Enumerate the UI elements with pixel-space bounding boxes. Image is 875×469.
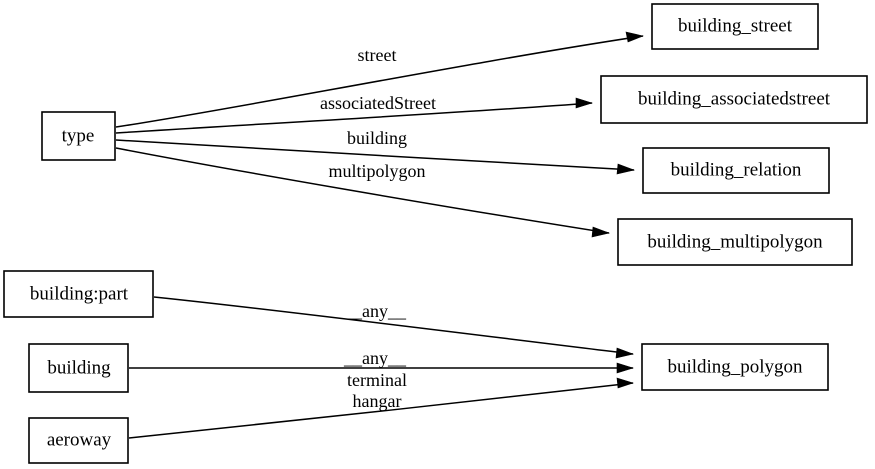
edge-type-building_multipolygon[interactable] <box>115 147 611 238</box>
node-box <box>3 270 154 318</box>
node-type[interactable]: type <box>41 111 116 161</box>
edge-line <box>115 139 635 171</box>
node-label: type <box>62 125 95 146</box>
node-label: building_multipolygon <box>647 231 823 252</box>
edge-type-building_street[interactable] <box>115 31 644 128</box>
node-label: aeroway <box>47 429 112 450</box>
node-label: building_associatedstreet <box>638 88 831 109</box>
edge-line <box>128 382 634 439</box>
edge-label-layer: street associatedStreet building multipo… <box>320 45 436 411</box>
node-building_relation[interactable]: building_relation <box>642 147 830 194</box>
node-label: building <box>47 357 111 378</box>
arrowhead-icon <box>615 347 635 359</box>
node-box <box>651 3 819 50</box>
node-label: building_street <box>678 15 793 36</box>
arrowhead-icon <box>616 163 636 175</box>
node-layer: type building_street building_associated… <box>3 3 868 464</box>
node-label: building_relation <box>671 159 802 180</box>
node-building[interactable]: building <box>28 343 129 393</box>
edge-building-building_polygon[interactable] <box>129 362 635 374</box>
arrowhead-icon <box>616 362 635 374</box>
node-building-part[interactable]: building:part <box>3 270 154 318</box>
node-building_associatedstreet[interactable]: building_associatedstreet <box>600 75 868 124</box>
edge-label-any-building: __any__ <box>343 348 407 368</box>
edge-label-hangar: hangar <box>353 391 402 411</box>
node-building_street[interactable]: building_street <box>651 3 819 50</box>
node-box <box>642 147 830 194</box>
node-box <box>641 343 829 391</box>
edge-building_part-building_polygon[interactable] <box>153 296 635 359</box>
node-box <box>28 343 129 393</box>
node-box <box>28 417 129 464</box>
arrowhead-icon <box>616 377 634 389</box>
edge-line <box>153 296 634 355</box>
edge-label-terminal: terminal <box>347 370 407 390</box>
edge-layer <box>115 31 644 439</box>
edge-label-multipolygon: multipolygon <box>328 161 425 181</box>
edge-type-building_associatedstreet[interactable] <box>115 97 594 134</box>
node-box <box>600 75 868 124</box>
edge-label-any-part: __any__ <box>343 301 407 321</box>
arrowhead-icon <box>625 31 644 43</box>
edge-line <box>115 147 610 234</box>
edge-type-building_relation[interactable] <box>115 139 636 175</box>
arrowhead-icon <box>575 97 594 109</box>
arrowhead-icon <box>591 226 611 238</box>
edge-label-building: building <box>347 128 407 148</box>
edge-aeroway-building_polygon[interactable] <box>128 377 634 439</box>
node-label: building_polygon <box>667 356 803 377</box>
node-box <box>617 218 853 266</box>
node-building_multipolygon[interactable]: building_multipolygon <box>617 218 853 266</box>
edge-label-street: street <box>358 45 397 65</box>
node-building_polygon[interactable]: building_polygon <box>641 343 829 391</box>
edge-line <box>115 35 644 128</box>
edge-label-associatedstreet: associatedStreet <box>320 93 436 113</box>
node-box <box>41 111 116 161</box>
node-aeroway[interactable]: aeroway <box>28 417 129 464</box>
node-label: building:part <box>30 283 129 304</box>
edge-line <box>115 102 593 134</box>
